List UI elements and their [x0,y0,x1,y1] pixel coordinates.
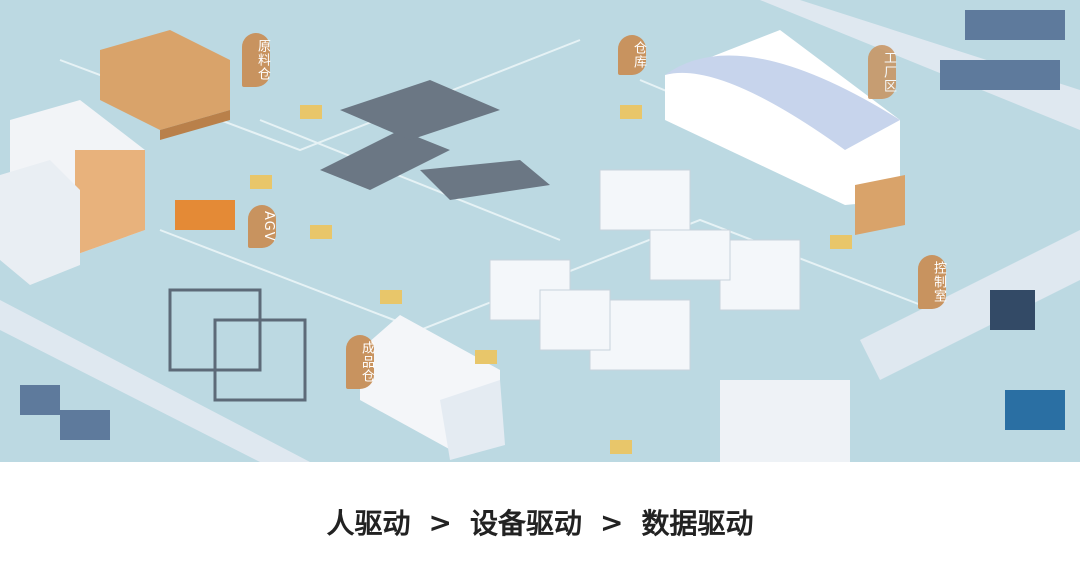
label-agv: AGV [248,205,276,248]
label-warehouse: 仓库 [618,35,646,75]
raw-material-pallets [100,30,230,140]
label-finished-warehouse: 成品仓 [346,335,374,389]
truck-left [0,100,145,285]
chevron-right-icon: > [428,505,452,539]
label-factory-area: 工厂区 [868,45,896,99]
caption-step-2: 设备驱动 [469,507,582,540]
smart-factory-illustration: 原料仓 仓库 工厂区 AGV 控制室 成品仓 [0,0,1080,462]
label-raw-warehouse: 原料仓 [242,33,270,87]
caption-step-1: 人驱动 [326,507,411,540]
office-desks [20,10,1065,440]
conveyor-line [320,80,550,200]
agv-vehicle [175,200,235,230]
warehouse-building [665,30,905,235]
production-machines [489,169,801,371]
caption-step-3: 数据驱动 [641,507,754,540]
finished-goods-racks [168,288,307,402]
wall-right [860,230,1080,380]
truck-bottom [360,315,505,460]
factory-scene-graphics [0,0,1080,462]
label-control-room: 控制室 [918,255,946,309]
wall-top-right [760,0,1080,130]
control-room [720,290,1065,462]
wall-left [0,300,310,462]
agv-robots [250,105,852,454]
caption: 人驱动 > 设备驱动 > 数据驱动 [0,462,1080,582]
chevron-right-icon: > [600,505,624,539]
